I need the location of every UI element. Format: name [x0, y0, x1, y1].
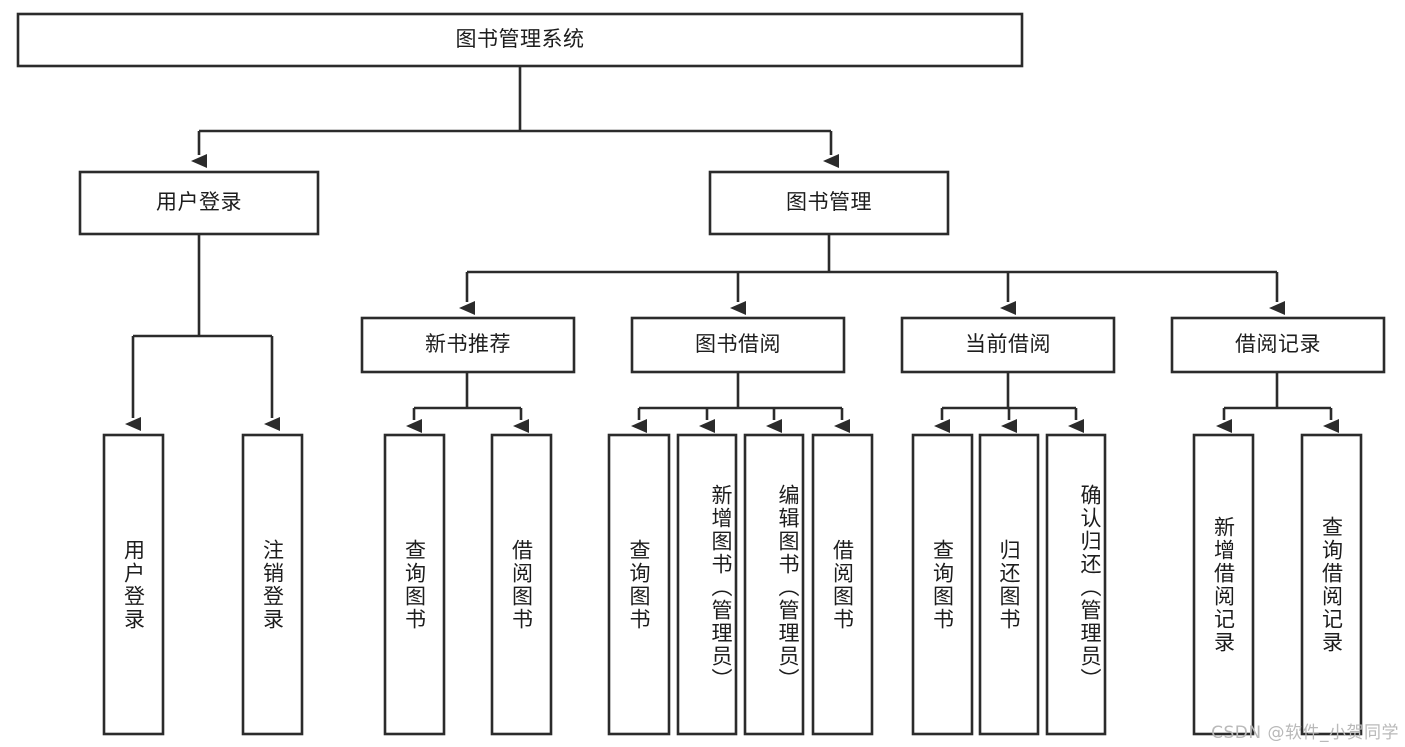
- node-new-book-recommend-label: 新书推荐: [425, 332, 511, 357]
- connector-user-login-bus: [133, 234, 272, 338]
- node-current-borrow-label: 当前借阅: [965, 332, 1051, 357]
- connector-new-book-recommend-bus: [414, 372, 521, 410]
- node-leaf-query-book-1-label: 查询图书: [402, 538, 427, 631]
- node-root-label: 图书管理系统: [455, 27, 585, 52]
- node-leaf-query-book-3-label: 查询图书: [930, 538, 955, 631]
- node-leaf-add-record-label: 新增借阅记录: [1211, 515, 1236, 654]
- node-leaf-confirm-return-label: 确认归还（管理员）: [1078, 484, 1102, 691]
- node-leaf-add-record-box[interactable]: [1192, 433, 1255, 736]
- node-book-borrow-box[interactable]: [630, 316, 846, 374]
- node-leaf-user-login-label: 用户登录: [121, 538, 146, 631]
- node-leaf-borrow-book-1-label: 借阅图书: [509, 538, 534, 631]
- node-book-manage-label: 图书管理: [786, 190, 872, 215]
- node-leaf-confirm-return-box[interactable]: [1045, 433, 1107, 736]
- node-leaf-query-book-3-box[interactable]: [911, 433, 974, 736]
- node-book-manage-box[interactable]: [708, 170, 950, 236]
- node-leaf-logout-label: 注销登录: [260, 538, 285, 631]
- node-leaf-borrow-book-1-box[interactable]: [490, 433, 553, 736]
- node-borrow-record-label: 借阅记录: [1235, 332, 1321, 357]
- node-leaf-query-book-2-label: 查询图书: [627, 538, 651, 631]
- connector-borrow-record-bus: [1224, 372, 1331, 410]
- connector-book-borrow-bus: [639, 372, 842, 410]
- csdn-watermark: CSDN @软件_小贺同学: [1211, 723, 1399, 743]
- node-leaf-query-book-1-box[interactable]: [383, 433, 446, 736]
- node-new-book-recommend-box[interactable]: [360, 316, 576, 374]
- node-leaf-add-book-box[interactable]: [676, 433, 738, 736]
- node-user-login-label: 用户登录: [156, 190, 242, 215]
- node-leaf-edit-book-box[interactable]: [743, 433, 805, 736]
- node-leaf-borrow-book-2-label: 借阅图书: [830, 538, 855, 631]
- node-leaf-query-record-box[interactable]: [1300, 433, 1363, 736]
- node-leaf-query-book-2-box[interactable]: [607, 433, 671, 736]
- node-leaf-return-book-box[interactable]: [978, 433, 1040, 736]
- node-book-borrow-label: 图书借阅: [695, 332, 781, 357]
- node-leaf-user-login-box[interactable]: [102, 433, 165, 736]
- node-leaf-logout-box[interactable]: [241, 433, 304, 736]
- node-leaf-edit-book-label: 编辑图书（管理员）: [776, 484, 800, 691]
- connector-book-manage-bus: [467, 234, 1277, 274]
- connector-root-bus: [199, 66, 831, 133]
- connector-current-borrow-bus: [942, 372, 1076, 410]
- node-current-borrow-box[interactable]: [900, 316, 1116, 374]
- node-leaf-query-record-label: 查询借阅记录: [1319, 515, 1344, 654]
- node-borrow-record-box[interactable]: [1170, 316, 1386, 374]
- node-leaf-return-book-label: 归还图书: [997, 538, 1021, 631]
- node-leaf-borrow-book-2-box[interactable]: [811, 433, 874, 736]
- node-leaf-add-book-label: 新增图书（管理员）: [709, 484, 733, 691]
- node-root-box[interactable]: [16, 12, 1024, 68]
